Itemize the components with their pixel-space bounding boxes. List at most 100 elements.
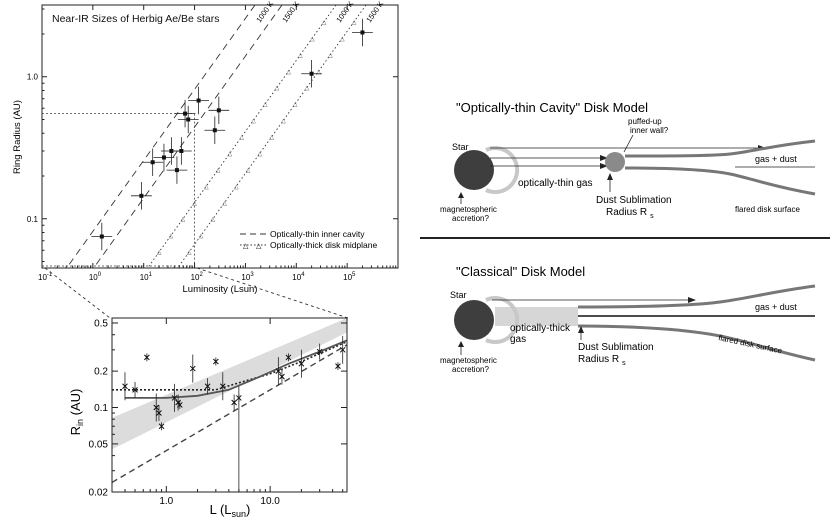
x-tick-label: 10-1 — [38, 272, 53, 282]
thick-gas-label: gas — [510, 334, 526, 345]
triangle-marker: △ — [340, 36, 345, 42]
legend-label: Optically-thick disk midplane — [270, 240, 378, 250]
plot-frame-top — [41, 4, 399, 269]
lines-layer — [111, 339, 348, 484]
data-point — [153, 404, 160, 411]
data-point — [219, 383, 226, 390]
triangle-marker: △ — [192, 201, 197, 207]
data-point — [171, 395, 178, 401]
triangle-marker: △ — [316, 69, 321, 75]
model-line — [93, 4, 283, 269]
x-tick-label: 100 — [89, 272, 102, 282]
x-tick-label: 103 — [241, 272, 254, 282]
puffed-label: puffed-up — [628, 117, 662, 126]
triangle-marker: △ — [263, 102, 268, 108]
disk-model-diagrams: "Optically-thin Cavity" Disk Model Star … — [420, 100, 830, 374]
data-point — [132, 386, 138, 393]
data-point — [212, 358, 219, 365]
triangle-marker: △ — [352, 20, 357, 26]
data-point — [122, 383, 128, 390]
y-tick-label: 1.0 — [27, 73, 39, 82]
herbig-size-plot: Near-IR Sizes of Herbig Ae/Be stars △ △ △ △… — [12, 0, 399, 295]
puffed-label: inner wall? — [630, 126, 669, 135]
y-tick-label: 0.2 — [94, 367, 108, 378]
data-point — [216, 108, 221, 113]
triangle-marker: △ — [258, 151, 263, 157]
thin-cavity-line — [111, 344, 348, 484]
legend-triangle: △ — [256, 243, 262, 250]
magneto-label: magnetospheric — [440, 205, 497, 214]
star-label: Star — [452, 142, 469, 152]
y-tick-label: 0.1 — [94, 403, 108, 414]
flared-label: flared disk surface — [735, 205, 800, 214]
thin-gas-label: optically-thin gas — [518, 178, 592, 189]
x-tick-label: 1.0 — [159, 496, 173, 507]
triangle-marker: △ — [328, 53, 333, 59]
dust-label: Dust Sublimation — [596, 195, 672, 206]
y-tick-label: 0.05 — [89, 439, 109, 450]
triangle-marker: △ — [157, 250, 162, 256]
model-curve — [125, 339, 348, 399]
triangle-marker: △ — [322, 20, 327, 26]
magneto-label: magnetospheric — [440, 356, 497, 365]
data-point — [176, 402, 183, 408]
data-point — [309, 71, 314, 76]
gas-dust-label: gas + dust — [755, 154, 797, 164]
data-point — [175, 399, 181, 406]
triangle-marker: △ — [251, 119, 256, 125]
x-tick-label: 102 — [191, 272, 204, 282]
star-label: Star — [450, 290, 467, 300]
diagram-title-classical: "Classical" Disk Model — [456, 264, 585, 279]
plot-title-top: Near-IR Sizes of Herbig Ae/Be stars — [52, 13, 219, 25]
data-point — [183, 111, 188, 116]
data-point — [285, 354, 292, 361]
diagram-title-thin: "Optically-thin Cavity" Disk Model — [456, 100, 648, 115]
triangle-marker: △ — [246, 168, 251, 174]
data-point — [179, 148, 184, 153]
points-layer — [122, 335, 346, 492]
triangle-marker: △ — [239, 135, 244, 141]
dust-label: Dust Sublimation — [578, 342, 654, 353]
points-layer — [91, 18, 373, 251]
triangle-marker: △ — [216, 168, 221, 174]
star-circle — [454, 300, 494, 340]
x-axis-label-top: Luminosity (Lsun) — [183, 284, 258, 295]
y-tick-label: 0.1 — [27, 215, 39, 224]
data-point — [144, 354, 150, 361]
magneto-label: accretion? — [452, 365, 489, 374]
flared-label: flared disk surface — [718, 333, 784, 355]
x-axis-label-bottom: L (Lsun) — [210, 502, 251, 519]
data-point — [231, 399, 237, 406]
data-point — [174, 168, 179, 173]
data-point — [189, 365, 196, 372]
magneto-label: accretion? — [452, 214, 489, 223]
y-tick-label: 0.5 — [94, 319, 108, 330]
triangle-marker: △ — [210, 217, 215, 223]
triangle-marker: △ — [298, 53, 303, 59]
shaded-band — [112, 318, 347, 450]
thick-gas-label: optically-thick — [510, 323, 571, 334]
x-tick-label: 104 — [292, 272, 305, 282]
zoom-connector — [44, 267, 349, 319]
data-point — [298, 360, 305, 367]
triangle-marker: △ — [286, 69, 291, 75]
triangle-marker: △ — [269, 135, 274, 141]
data-point — [335, 363, 341, 369]
triangle-marker: △ — [222, 201, 227, 207]
triangle-marker: △ — [169, 234, 174, 240]
triangle-marker: △ — [187, 250, 192, 256]
data-point — [156, 410, 162, 416]
data-point — [275, 368, 282, 374]
y-axis-label-bottom: Rin (AU) — [68, 389, 85, 436]
data-point — [158, 423, 165, 430]
triangle-marker: △ — [293, 102, 298, 108]
band-layer — [112, 318, 347, 450]
y-axis-label-top: Ring Radius (AU) — [12, 100, 23, 174]
data-point — [196, 98, 201, 103]
triangle-marker: △ — [204, 184, 209, 190]
triangle-marker: △ — [180, 217, 185, 223]
star-circle — [454, 150, 494, 190]
